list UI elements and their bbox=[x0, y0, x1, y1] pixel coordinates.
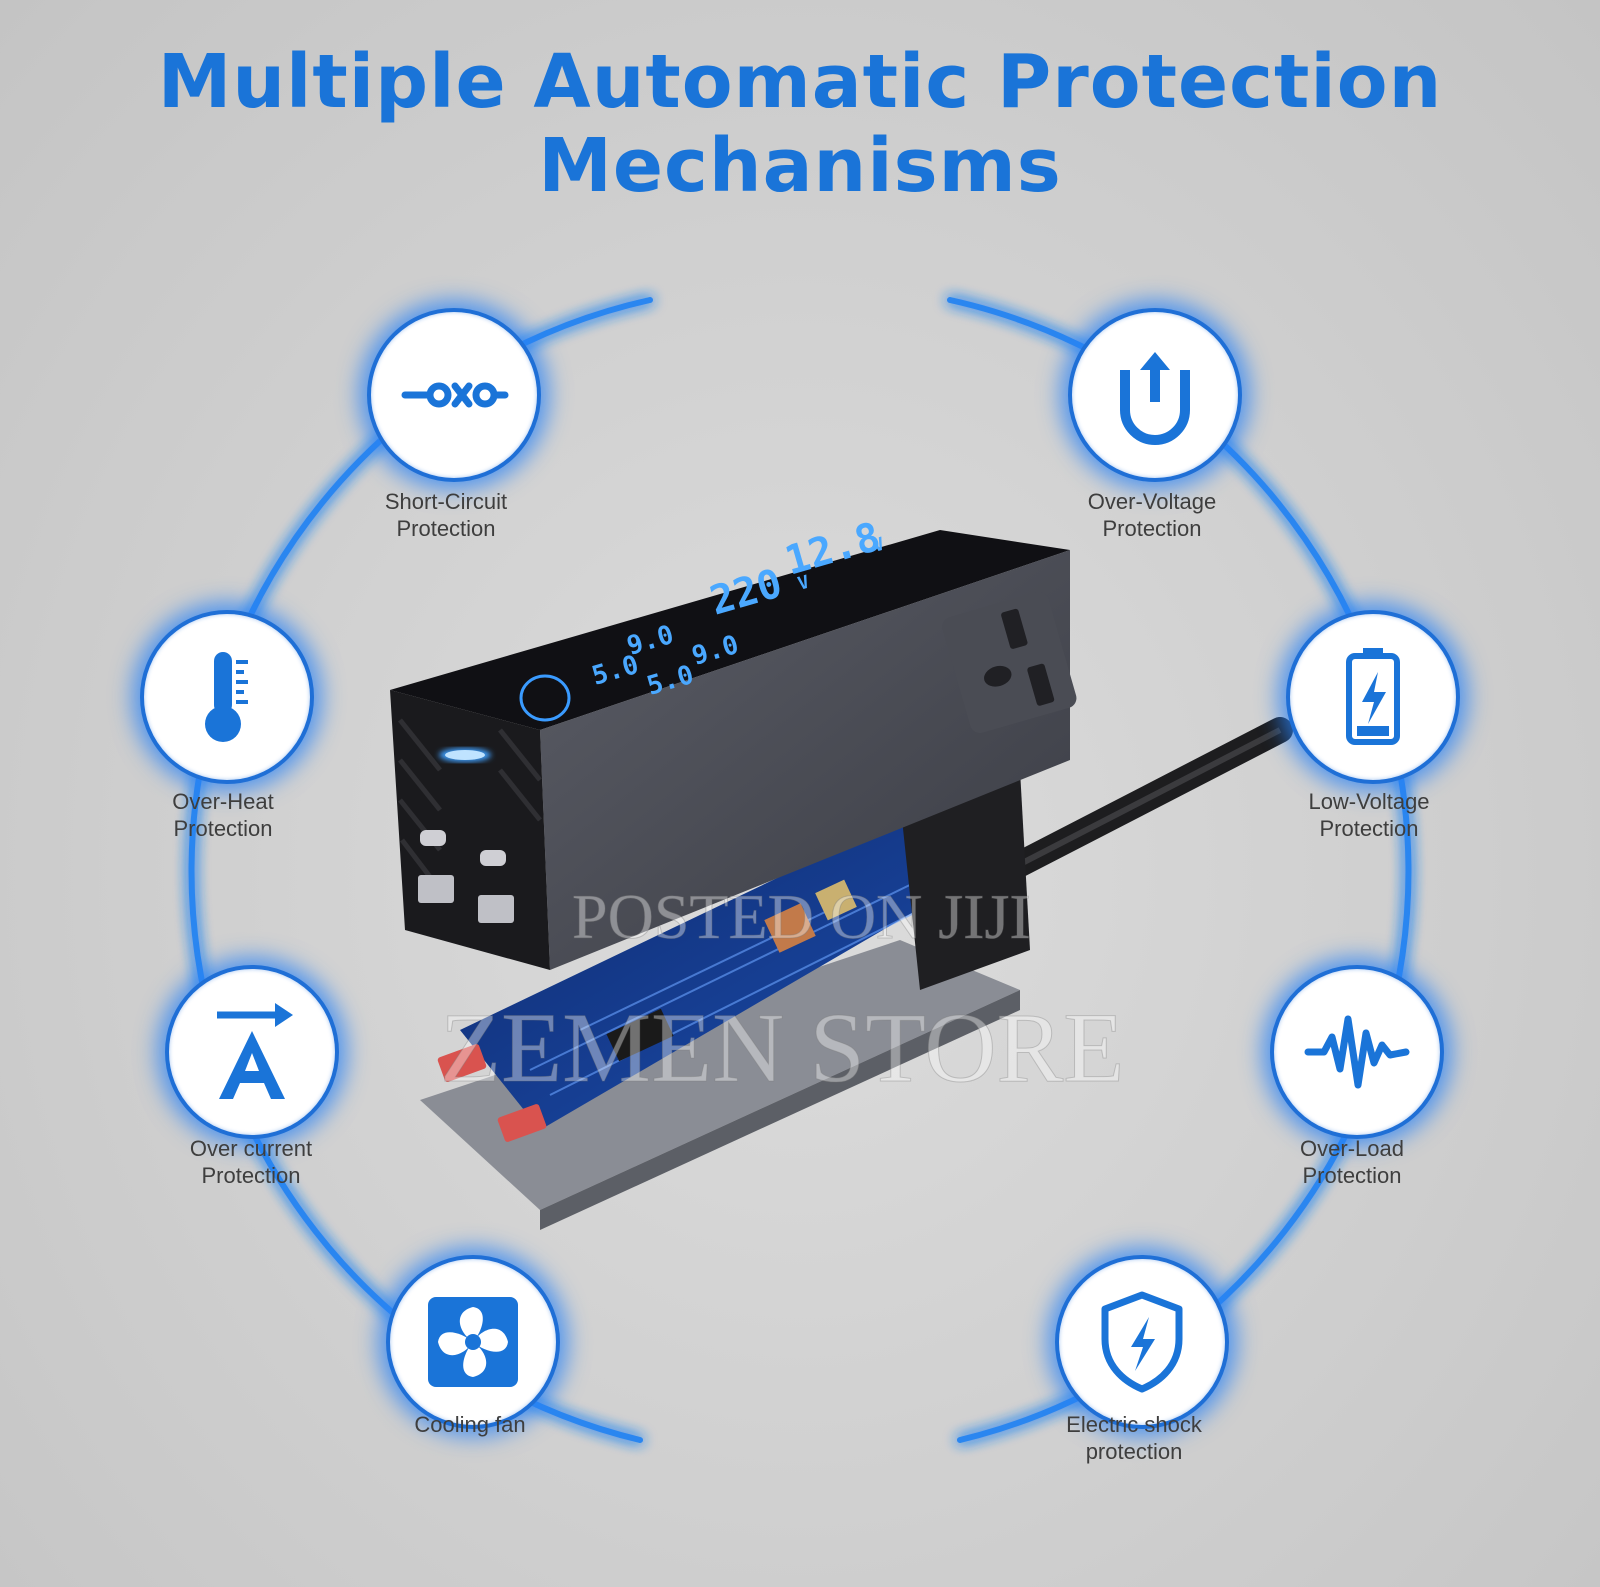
battery-bolt-icon bbox=[1346, 648, 1400, 745]
inverter-device-illustration: 12.8 V 220 V 9.0 9.0 5.0 5.0 bbox=[390, 514, 1293, 1230]
power-touch-button bbox=[519, 674, 571, 722]
title-line-1: Multiple Automatic Protection bbox=[157, 39, 1443, 125]
over-voltage-badge bbox=[1068, 308, 1242, 482]
thermometer-icon bbox=[205, 652, 248, 742]
front-usb-c-port-1 bbox=[420, 830, 446, 846]
device-front-grill bbox=[390, 690, 550, 970]
circuit-board bbox=[460, 800, 1020, 1130]
electric-shock-label: Electric shock protection bbox=[1066, 1412, 1202, 1464]
short-circuit-label: Short-Circuit Protection bbox=[384, 489, 508, 541]
upload-arrow-u-icon bbox=[1120, 352, 1190, 445]
short-circuit-badge bbox=[367, 308, 541, 482]
electric-shock-badge bbox=[1055, 1255, 1229, 1429]
over-current-label: Over current Protection bbox=[189, 1136, 313, 1188]
watermark-posted: POSTED ON JIJI bbox=[572, 881, 1032, 953]
cooling-fan-label: Cooling fan bbox=[414, 1412, 526, 1437]
waveform-icon bbox=[1304, 1015, 1410, 1089]
low-voltage-badge bbox=[1286, 610, 1460, 784]
device-side-panel bbox=[540, 550, 1070, 970]
watermark-store: ZEMEN STORE bbox=[439, 992, 1125, 1104]
fan-icon bbox=[428, 1297, 518, 1387]
front-usb-c-port-2 bbox=[480, 850, 506, 866]
over-voltage-label: Over-Voltage Protection bbox=[1087, 489, 1217, 541]
current-ampere-icon bbox=[217, 1003, 293, 1099]
low-voltage-label: Low-Voltage Protection bbox=[1308, 789, 1430, 841]
page-title: Multiple Automatic Protection Mechanisms bbox=[0, 40, 1600, 208]
over-current-badge bbox=[165, 965, 339, 1139]
front-usb-a-port-2 bbox=[478, 895, 514, 923]
universal-ac-socket bbox=[942, 592, 1077, 733]
shield-bolt-icon bbox=[1101, 1291, 1183, 1393]
base-tray bbox=[420, 940, 1020, 1210]
short-circuit-icon bbox=[401, 382, 509, 408]
over-load-badge bbox=[1270, 965, 1444, 1139]
title-line-2: Mechanisms bbox=[538, 123, 1062, 209]
over-heat-label: Over-Heat Protection bbox=[172, 789, 274, 841]
cooling-fan-badge bbox=[386, 1255, 560, 1429]
over-heat-badge bbox=[140, 610, 314, 784]
front-usb-a-port-1 bbox=[418, 875, 454, 903]
over-load-label: Over-Load Protection bbox=[1300, 1136, 1404, 1188]
